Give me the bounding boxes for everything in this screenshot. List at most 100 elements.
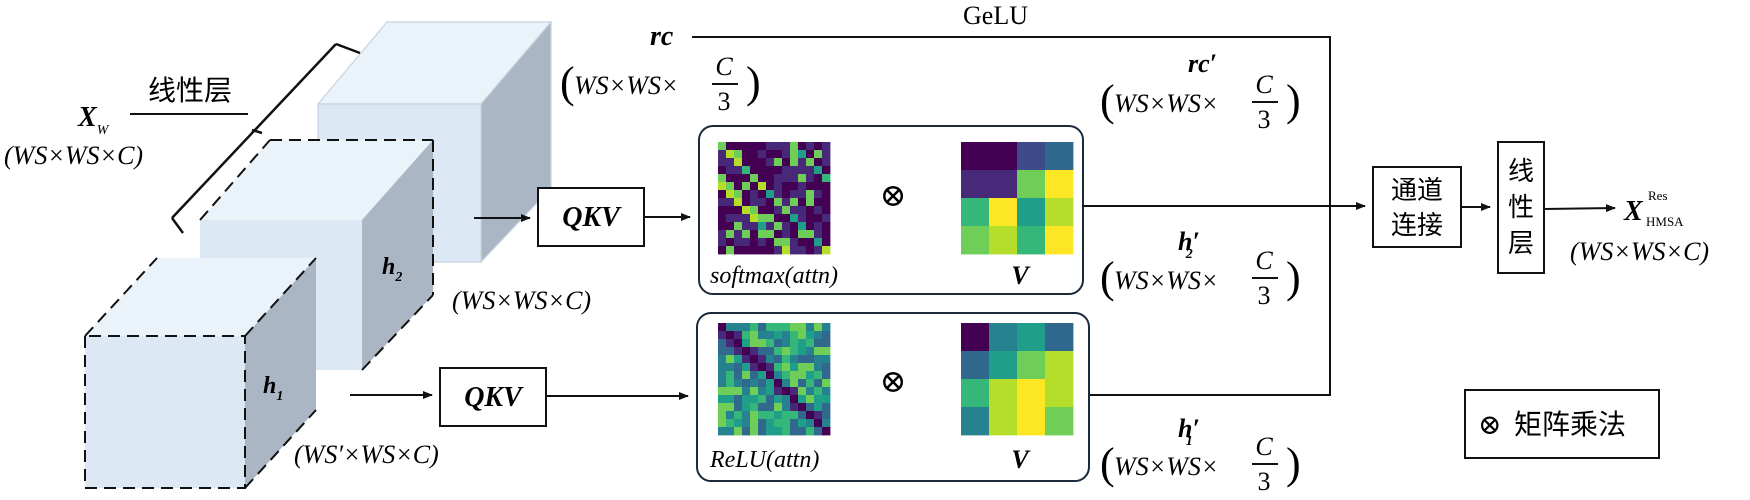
svg-text:): ) <box>1286 253 1301 302</box>
heatmap-cell <box>742 363 751 372</box>
heatmap-cell <box>806 174 815 183</box>
heatmap-cell <box>734 174 743 183</box>
heatmap-cell <box>766 371 775 380</box>
heatmap-cell <box>814 379 823 388</box>
heatmap-cell <box>822 174 831 183</box>
heatmap-cell <box>806 387 815 396</box>
heatmap-cell <box>989 170 1018 199</box>
heatmap-cell <box>734 387 743 396</box>
svg-text:C: C <box>715 52 733 81</box>
heatmap-cell <box>734 142 743 151</box>
heatmap-cell <box>782 142 791 151</box>
bottom-v-caption: V <box>1011 445 1031 474</box>
heatmap-cell <box>726 246 735 255</box>
heatmap-cell <box>806 158 815 167</box>
heatmap-cell <box>806 142 815 151</box>
heatmap-cell <box>790 411 799 420</box>
heatmap-cell <box>742 347 751 356</box>
heatmap-cell <box>822 166 831 175</box>
heatmap-cell <box>774 371 783 380</box>
heatmap-cell <box>806 206 815 215</box>
heatmap-cell <box>1017 198 1046 227</box>
heatmap-cell <box>718 379 727 388</box>
heatmap-cell <box>782 427 791 436</box>
heatmap-cell <box>726 190 735 199</box>
heatmap-cell <box>806 395 815 404</box>
heatmap-cell <box>814 403 823 412</box>
heatmap-cell <box>742 214 751 223</box>
heatmap-cell <box>798 198 807 207</box>
heatmap-cell <box>790 331 799 340</box>
heatmap-cell <box>734 323 743 332</box>
heatmap-cell <box>718 158 727 167</box>
heatmap-cell <box>726 198 735 207</box>
heatmap-cell <box>989 379 1018 408</box>
heatmap-cell <box>806 379 815 388</box>
output-symbol: X <box>1623 196 1644 227</box>
heatmap-cell <box>989 198 1018 227</box>
heatmap-cell <box>718 395 727 404</box>
heatmap-cell <box>742 182 751 191</box>
heatmap-cell <box>718 238 727 247</box>
heatmap-cell <box>782 174 791 183</box>
svg-text:(: ( <box>1100 76 1115 125</box>
heatmap-cell <box>989 351 1018 380</box>
heatmap-cell <box>782 387 791 396</box>
heatmap-cell <box>766 230 775 239</box>
heatmap-cell <box>766 142 775 151</box>
heatmap-cell <box>742 339 751 348</box>
heatmap-cell <box>798 419 807 428</box>
heatmap-cell <box>718 419 727 428</box>
heatmap-cell <box>774 427 783 436</box>
concat-line1: 通道 <box>1391 176 1443 206</box>
heatmap-cell <box>1017 351 1046 380</box>
svg-text:): ) <box>1286 76 1301 125</box>
heatmap-cell <box>750 142 759 151</box>
svg-text:(: ( <box>1100 253 1115 302</box>
h1-face <box>245 258 316 488</box>
heatmap-cell <box>726 230 735 239</box>
heatmap-cell <box>798 387 807 396</box>
svg-text:3: 3 <box>1258 105 1271 134</box>
heatmap-cell <box>718 222 727 231</box>
heatmap-cell <box>814 166 823 175</box>
top-v-caption: V <box>1011 261 1031 290</box>
heatmap-cell <box>734 395 743 404</box>
heatmap-cell <box>726 150 735 159</box>
legend-symbol: ⊗ <box>1478 410 1501 441</box>
heatmap-cell <box>758 190 767 199</box>
heatmap-cell <box>822 347 831 356</box>
heatmap-cell <box>718 206 727 215</box>
heatmap-cell <box>766 339 775 348</box>
rc-label: rc <box>650 21 674 52</box>
heatmap-cell <box>822 150 831 159</box>
heatmap-cell <box>742 238 751 247</box>
heatmap-cell <box>806 246 815 255</box>
bottom-v-heatmap <box>961 323 1074 436</box>
heatmap-cell <box>758 238 767 247</box>
heatmap-cell <box>742 246 751 255</box>
front-cube-top <box>85 258 316 336</box>
heatmap-cell <box>758 166 767 175</box>
heatmap-cell <box>734 411 743 420</box>
heatmap-cell <box>750 182 759 191</box>
heatmap-cell <box>734 403 743 412</box>
heatmap-cell <box>1045 323 1074 352</box>
heatmap-cell <box>798 190 807 199</box>
heatmap-cell <box>822 419 831 428</box>
heatmap-cell <box>766 331 775 340</box>
heatmap-cell <box>798 238 807 247</box>
top-attention-heatmap <box>718 142 831 255</box>
heatmap-cell <box>758 230 767 239</box>
concat-line2: 连接 <box>1391 211 1443 241</box>
heatmap-cell <box>814 150 823 159</box>
heatmap-cell <box>766 190 775 199</box>
heatmap-cell <box>750 363 759 372</box>
heatmap-cell <box>822 379 831 388</box>
heatmap-cell <box>1017 323 1046 352</box>
h1-prime-shape: ( WS×WS× C 3 ) <box>1100 432 1301 496</box>
heatmap-cell <box>1045 351 1074 380</box>
heatmap-cell <box>806 347 815 356</box>
heatmap-cell <box>718 427 727 436</box>
heatmap-cell <box>734 339 743 348</box>
